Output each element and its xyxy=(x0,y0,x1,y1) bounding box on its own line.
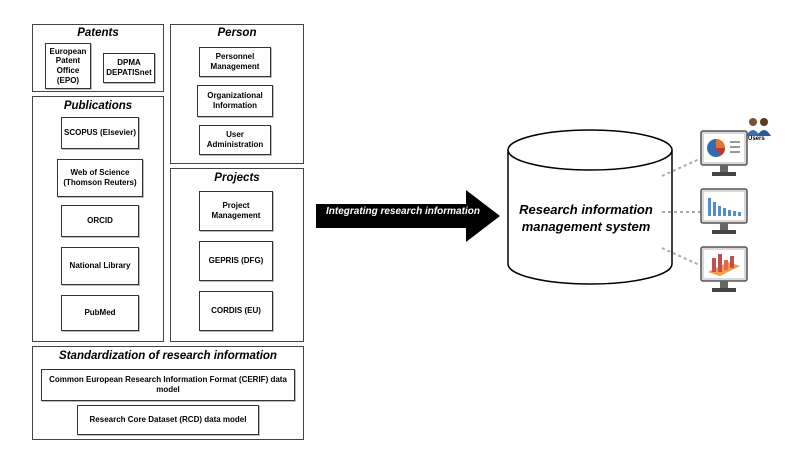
epo-box: European Patent Office (EPO) xyxy=(45,43,91,89)
organizational-information-box: Organizational Information xyxy=(197,85,273,117)
gepris-box: GEPRIS (DFG) xyxy=(199,241,273,281)
rcd-box: Research Core Dataset (RCD) data model xyxy=(77,405,259,435)
standardization-group: Standardization of research information … xyxy=(32,346,304,440)
person-title: Person xyxy=(217,27,257,39)
user-administration-box: User Administration xyxy=(199,125,271,155)
users-icon xyxy=(746,118,771,136)
monitor-bar-chart-icon xyxy=(700,188,748,234)
integration-arrow-label: Integrating research information xyxy=(326,206,480,217)
standardization-title: Standardization of research information xyxy=(59,350,277,362)
publications-title: Publications xyxy=(63,100,133,112)
dpma-box: DPMA DEPATISnet xyxy=(103,53,155,83)
national-library-box: National Library xyxy=(61,247,139,285)
projects-group: Projects Project Management GEPRIS (DFG)… xyxy=(170,168,304,342)
pubmed-box: PubMed xyxy=(61,295,139,331)
cerif-box: Common European Research Information For… xyxy=(41,369,295,401)
connector-lines xyxy=(661,155,707,269)
orcid-box: ORCID xyxy=(61,205,139,237)
personnel-management-box: Personnel Management xyxy=(199,47,271,77)
database-cylinder xyxy=(507,129,673,285)
web-of-science-box: Web of Science (Thomson Reuters) xyxy=(57,159,143,197)
project-management-box: Project Management xyxy=(199,191,273,231)
person-group: Person Personnel Management Organization… xyxy=(170,24,304,164)
users-label: Users xyxy=(748,136,765,142)
patents-title: Patents xyxy=(77,27,119,39)
integration-arrow xyxy=(316,190,500,242)
publications-group: Publications SCOPUS (Elsevier) Web of Sc… xyxy=(32,96,164,342)
monitor-pie-chart-icon xyxy=(700,130,748,176)
scopus-box: SCOPUS (Elsevier) xyxy=(61,117,139,149)
patents-group: Patents European Patent Office (EPO) DPM… xyxy=(32,24,164,92)
projects-title: Projects xyxy=(214,172,260,184)
monitor-3d-chart-icon xyxy=(700,246,748,292)
rims-label: Research information management system xyxy=(519,202,653,234)
cordis-box: CORDIS (EU) xyxy=(199,291,273,331)
